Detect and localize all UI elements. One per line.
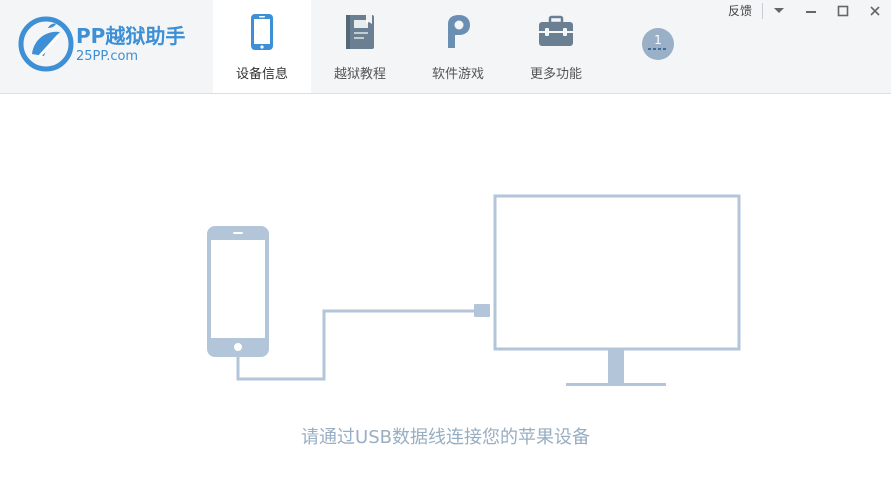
app-logo: PP越狱助手 25PP.com bbox=[14, 14, 204, 74]
usb-cable bbox=[236, 309, 474, 381]
tab-label: 更多功能 bbox=[529, 67, 582, 82]
connect-device-prompt: 请通过USB数据线连接您的苹果设备 bbox=[301, 427, 590, 448]
chevron-down-icon bbox=[774, 8, 784, 13]
window-controls: 反馈 bbox=[728, 0, 891, 22]
download-badge-icon: 1 bbox=[642, 28, 674, 60]
app-title: PP越狱助手 bbox=[76, 24, 186, 48]
close-icon bbox=[870, 6, 880, 16]
maximize-icon bbox=[837, 5, 849, 17]
tab-more-features[interactable]: 更多功能 bbox=[507, 0, 605, 93]
phone-icon bbox=[251, 14, 273, 50]
tab-device-info[interactable]: 设备信息 bbox=[213, 0, 311, 93]
book-icon bbox=[346, 15, 374, 49]
tab-label: 设备信息 bbox=[235, 67, 288, 82]
divider bbox=[762, 3, 763, 19]
maximize-button[interactable] bbox=[827, 0, 859, 22]
tab-jailbreak-tutorial[interactable]: 越狱教程 bbox=[311, 0, 409, 93]
title-bar: PP越狱助手 25PP.com 设备信息 越狱教程 bbox=[0, 0, 891, 94]
menu-button[interactable] bbox=[763, 0, 795, 22]
tab-label: 软件游戏 bbox=[431, 67, 484, 82]
minimize-button[interactable] bbox=[795, 0, 827, 22]
toolbox-icon bbox=[539, 15, 573, 46]
monitor-icon bbox=[493, 194, 741, 386]
close-button[interactable] bbox=[859, 0, 891, 22]
pp-jailbreak-logo-icon bbox=[18, 16, 74, 72]
main-tabs: 设备信息 越狱教程 软件游戏 bbox=[213, 0, 605, 93]
usb-plug bbox=[474, 304, 490, 317]
minimize-icon bbox=[806, 11, 816, 13]
tab-apps-games[interactable]: 软件游戏 bbox=[409, 0, 507, 93]
app-subtitle: 25PP.com bbox=[76, 49, 139, 64]
tab-label: 越狱教程 bbox=[333, 67, 386, 82]
feedback-link[interactable]: 反馈 bbox=[727, 4, 752, 18]
pp-logo-icon bbox=[448, 15, 470, 48]
download-count: 1 bbox=[654, 33, 662, 47]
iphone-icon bbox=[207, 226, 269, 357]
download-manager-button[interactable]: 1 bbox=[641, 27, 675, 61]
